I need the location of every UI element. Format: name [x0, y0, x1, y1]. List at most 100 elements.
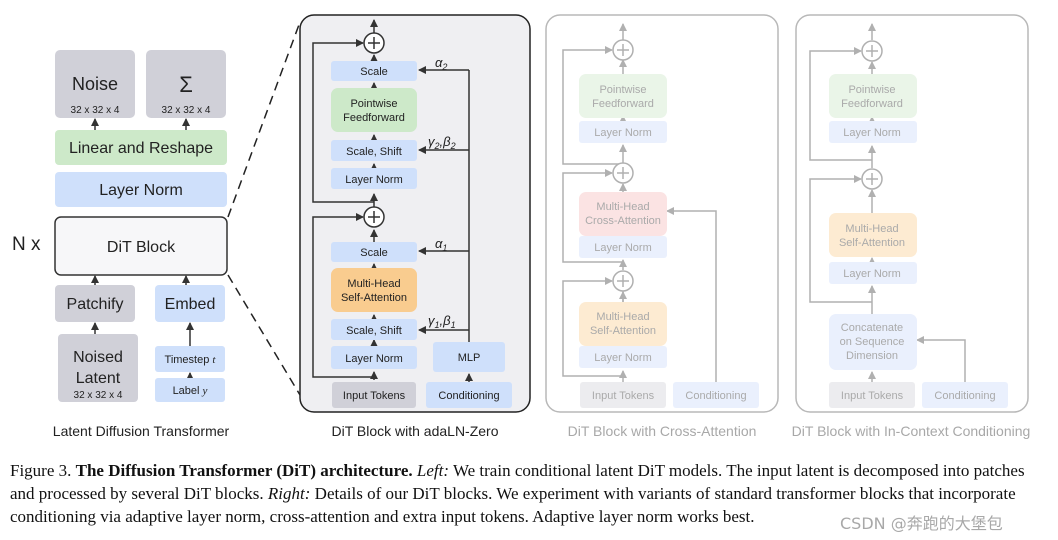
cross-conditioning-label: Conditioning	[685, 390, 746, 402]
conditioning-label: Conditioning	[438, 390, 499, 402]
incontext-pointwise-box	[829, 74, 917, 118]
cross-layer-norm-2-box	[579, 236, 667, 258]
cross-input-tokens-label: Input Tokens	[592, 390, 655, 402]
noise-dim: 32 x 32 x 4	[71, 105, 120, 116]
incontext-conditioning-label: Conditioning	[934, 390, 995, 402]
cross-layer-norm-3-label: Layer Norm	[594, 352, 651, 364]
caption-right-label: Right:	[267, 484, 311, 503]
layer-norm-box	[55, 172, 227, 207]
linear-reshape-box	[55, 130, 227, 165]
caption-right-text: Details of our DiT blocks. We experiment…	[10, 484, 1016, 526]
cross-attn-line2: Cross-Attention	[585, 215, 661, 227]
layer-norm-label: Layer Norm	[99, 182, 183, 199]
incontext-layer-norm-2-box	[829, 262, 917, 284]
sigma-label: Σ	[179, 72, 193, 97]
linear-reshape-label: Linear and Reshape	[69, 140, 213, 157]
dit-block-label: DiT Block	[107, 239, 176, 256]
cross-layer-norm-1-box	[579, 121, 667, 143]
cross-self-attn-line1: Multi-Head	[596, 311, 649, 323]
timestep-label: Timestep t	[165, 354, 217, 366]
noise-label: Noise	[72, 74, 118, 94]
architecture-figure: Noise 32 x 32 x 4 Σ 32 x 32 x 4 Linear a…	[12, 14, 1031, 439]
incontext-pointwise-line2: Feedforward	[841, 98, 903, 110]
incontext-concat-line2: on Sequence	[840, 336, 905, 348]
mlp-box	[433, 342, 505, 372]
scale-top-box	[331, 61, 417, 81]
incontext-layer-norm-1-box	[829, 121, 917, 143]
incontext-title: DiT Block with In-Context Conditioning	[792, 423, 1031, 439]
noised-latent-box	[58, 334, 138, 402]
cross-input-tokens-box	[580, 382, 666, 408]
scale-top-label: Scale	[360, 66, 388, 78]
conditioning-box	[426, 382, 512, 408]
cross-conditioning-box	[673, 382, 759, 408]
caption-left-label: Left:	[416, 461, 449, 480]
cross-self-attn-box	[579, 302, 667, 346]
pointwise-ff-line1: Pointwise	[350, 98, 397, 110]
adaln-title: DiT Block with adaLN-Zero	[331, 423, 498, 439]
incontext-concat-line1: Concatenate	[841, 322, 903, 334]
incontext-conditioning-box	[922, 382, 1008, 408]
cross-layer-norm-2-label: Layer Norm	[594, 242, 651, 254]
cross-pointwise-line2: Feedforward	[592, 98, 654, 110]
caption-title: The Diffusion Transformer (DiT) architec…	[75, 461, 413, 480]
cross-title: DiT Block with Cross-Attention	[568, 423, 757, 439]
noised-latent-line2: Latent	[76, 370, 121, 387]
dit-block-box	[54, 216, 228, 276]
scale-shift-top-label: Scale, Shift	[346, 146, 402, 158]
cross-layer-norm-1-label: Layer Norm	[594, 127, 651, 139]
mhsa-line2: Self-Attention	[341, 292, 407, 304]
incontext-concat-line3: Dimension	[846, 350, 898, 362]
cross-attn-line1: Multi-Head	[596, 201, 649, 213]
csdn-watermark: CSDN @奔跑的大堡包	[840, 514, 1003, 533]
timestep-box	[155, 346, 225, 372]
caption-fig-number: Figure 3.	[10, 461, 72, 480]
incontext-layer-norm-2-label: Layer Norm	[843, 268, 900, 280]
patchify-label: Patchify	[67, 296, 124, 313]
input-tokens-box	[332, 382, 416, 408]
noised-latent-line1: Noised	[73, 349, 123, 366]
scale-shift-top-box	[331, 140, 417, 161]
patchify-box	[55, 285, 135, 322]
cross-layer-norm-3-box	[579, 346, 667, 368]
mhsa-line1: Multi-Head	[347, 278, 400, 290]
input-tokens-label: Input Tokens	[343, 390, 406, 402]
incontext-layer-norm-1-label: Layer Norm	[843, 127, 900, 139]
incontext-self-attn-line1: Multi-Head	[845, 223, 898, 235]
incontext-input-tokens-box	[829, 382, 915, 408]
in-context-block: Pointwise Feedforward Layer Norm Multi-H…	[792, 14, 1031, 439]
noise-box	[55, 50, 135, 118]
label-label: Label y	[173, 385, 208, 397]
incontext-self-attn-box	[829, 213, 917, 257]
cross-self-attn-line2: Self-Attention	[590, 325, 656, 337]
cross-pointwise-line1: Pointwise	[599, 84, 646, 96]
gamma1-beta1-label: γ1,β1	[428, 313, 456, 330]
scale-shift-bottom-box	[331, 319, 417, 340]
n-x-label: N x	[12, 234, 41, 255]
sigma-dim: 32 x 32 x 4	[162, 105, 211, 116]
latent-diffusion-title: Latent Diffusion Transformer	[53, 423, 230, 439]
alpha1-label: α1	[435, 236, 447, 253]
cross-attention-block: Pointwise Feedforward Layer Norm Multi-H…	[545, 14, 779, 439]
incontext-self-attn-line2: Self-Attention	[839, 237, 905, 249]
adaln-zero-block: Scale Pointwise Feedforward Scale, Shift…	[299, 14, 531, 439]
incontext-pointwise-line1: Pointwise	[848, 84, 895, 96]
layer-norm-top-label: Layer Norm	[345, 174, 402, 186]
zoom-line-bottom	[227, 274, 301, 396]
pointwise-ff-line2: Feedforward	[343, 112, 405, 124]
incontext-concat-box	[829, 314, 917, 370]
figure-caption: Figure 3. The Diffusion Transformer (DiT…	[10, 459, 1050, 528]
scale-bottom-box	[331, 242, 417, 262]
cross-attn-box	[579, 192, 667, 236]
latent-diffusion-transformer: Noise 32 x 32 x 4 Σ 32 x 32 x 4 Linear a…	[12, 50, 230, 439]
layer-norm-bottom-box	[331, 346, 417, 369]
cross-pointwise-box	[579, 74, 667, 118]
noised-latent-dim: 32 x 32 x 4	[74, 390, 123, 401]
gamma2-beta2-label: γ2,β2	[428, 134, 456, 151]
layer-norm-top-box	[331, 168, 417, 189]
pointwise-ff-box	[331, 88, 417, 132]
label-box	[155, 378, 225, 402]
embed-box	[155, 285, 225, 322]
mlp-label: MLP	[458, 352, 481, 364]
